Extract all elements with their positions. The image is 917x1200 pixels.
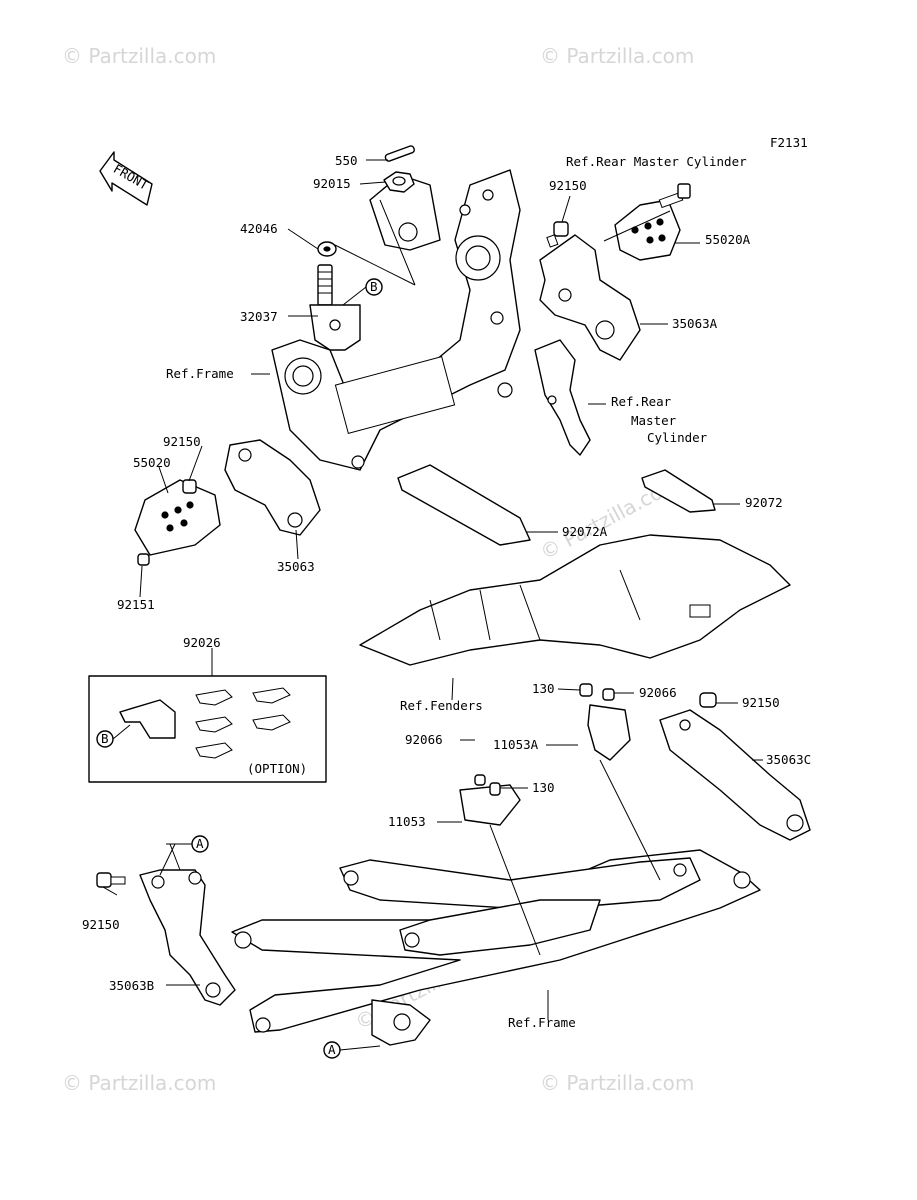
callout-ref-frame-upper: Ref.Frame xyxy=(166,366,234,381)
callout-ref-rear-mc-1: Ref.Rear xyxy=(611,394,672,409)
svg-text:B: B xyxy=(370,279,378,294)
callout-92150-left: 92150 xyxy=(163,434,201,449)
callout-11053A: 11053A xyxy=(493,737,539,752)
callout-ref-rear-mc-top: Ref.Rear Master Cylinder xyxy=(566,154,747,169)
callout-92015: 92015 xyxy=(313,176,351,191)
bracket-11053 xyxy=(459,774,521,826)
callout-92150-bottom: 92150 xyxy=(82,917,120,932)
callout-92026: 92026 xyxy=(183,635,221,650)
callout-ref-rear-mc-3: Cylinder xyxy=(647,430,708,445)
callout-32037: 32037 xyxy=(240,309,278,324)
bolt-92150-bottom xyxy=(96,872,126,888)
bolt-ref-rear-mc xyxy=(658,183,691,209)
callout-ref-frame-lower: Ref.Frame xyxy=(508,1015,576,1030)
watermark: © Partzilla.com xyxy=(540,1071,694,1095)
fenders-drawing xyxy=(359,534,791,666)
bracket-35063A xyxy=(539,234,641,361)
bolt-32037 xyxy=(309,264,361,351)
watermark: © Partzilla.com xyxy=(62,44,216,68)
svg-text:A: A xyxy=(328,1042,336,1057)
bracket-35063C xyxy=(659,709,811,841)
bolt-92150-right xyxy=(699,692,717,708)
callout-550: 550 xyxy=(335,153,358,168)
callout-92150-top: 92150 xyxy=(549,178,587,193)
option-box xyxy=(88,675,327,783)
bracket-35063B xyxy=(139,869,236,1006)
bolt-92150-top xyxy=(546,221,569,248)
upper-frame-drawing xyxy=(271,169,521,471)
svg-text:A: A xyxy=(196,836,204,851)
lower-frame-drawing xyxy=(231,849,761,1046)
callout-42046: 42046 xyxy=(240,221,278,236)
strap-92072A xyxy=(397,464,531,546)
callout-35063A: 35063A xyxy=(672,316,718,331)
bracket-35063 xyxy=(224,439,321,536)
marker-b-option: B xyxy=(96,724,131,748)
bolt-92151 xyxy=(137,553,150,566)
callout-ref-fenders: Ref.Fenders xyxy=(400,698,483,713)
marker-b-upper: B xyxy=(342,278,383,306)
callout-130-mid: 130 xyxy=(532,780,555,795)
plate-55020 xyxy=(134,479,221,556)
front-arrow-icon: FRONT xyxy=(99,151,153,206)
callout-92150-right: 92150 xyxy=(742,695,780,710)
callout-92066-mid: 92066 xyxy=(405,732,443,747)
plate-55020A xyxy=(614,199,681,261)
callout-92072A: 92072A xyxy=(562,524,608,539)
callout-55020A: 55020A xyxy=(705,232,751,247)
pin-550 xyxy=(384,145,415,162)
callout-92072: 92072 xyxy=(745,495,783,510)
washer-42046 xyxy=(317,241,337,257)
marker-a-lower: A xyxy=(323,1041,381,1059)
nut-92015 xyxy=(383,171,415,193)
callout-labels: 550 92015 42046 32037 Ref.Frame 92150 55… xyxy=(82,153,811,1030)
figure-code: F2131 xyxy=(770,135,808,150)
strap-92072 xyxy=(641,469,716,513)
callout-ref-rear-mc-2: Master xyxy=(631,413,677,428)
watermark: © Partzilla.com xyxy=(62,1071,216,1095)
bracket-11053A xyxy=(579,683,631,761)
callout-11053: 11053 xyxy=(388,814,426,829)
svg-text:B: B xyxy=(101,731,109,746)
bolt-92150-left xyxy=(182,479,197,494)
watermark: © Partzilla.com xyxy=(540,44,694,68)
leader-lines xyxy=(102,159,763,1020)
callout-35063B: 35063B xyxy=(109,978,154,993)
callout-35063C: 35063C xyxy=(766,752,811,767)
marker-a-upper: A xyxy=(159,835,209,876)
callout-92066-top: 92066 xyxy=(639,685,677,700)
callout-130-top: 130 xyxy=(532,681,555,696)
master-cylinder xyxy=(534,339,591,456)
callout-92151: 92151 xyxy=(117,597,155,612)
option-label: (OPTION) xyxy=(247,761,307,776)
callout-55020: 55020 xyxy=(133,455,171,470)
callout-35063: 35063 xyxy=(277,559,315,574)
